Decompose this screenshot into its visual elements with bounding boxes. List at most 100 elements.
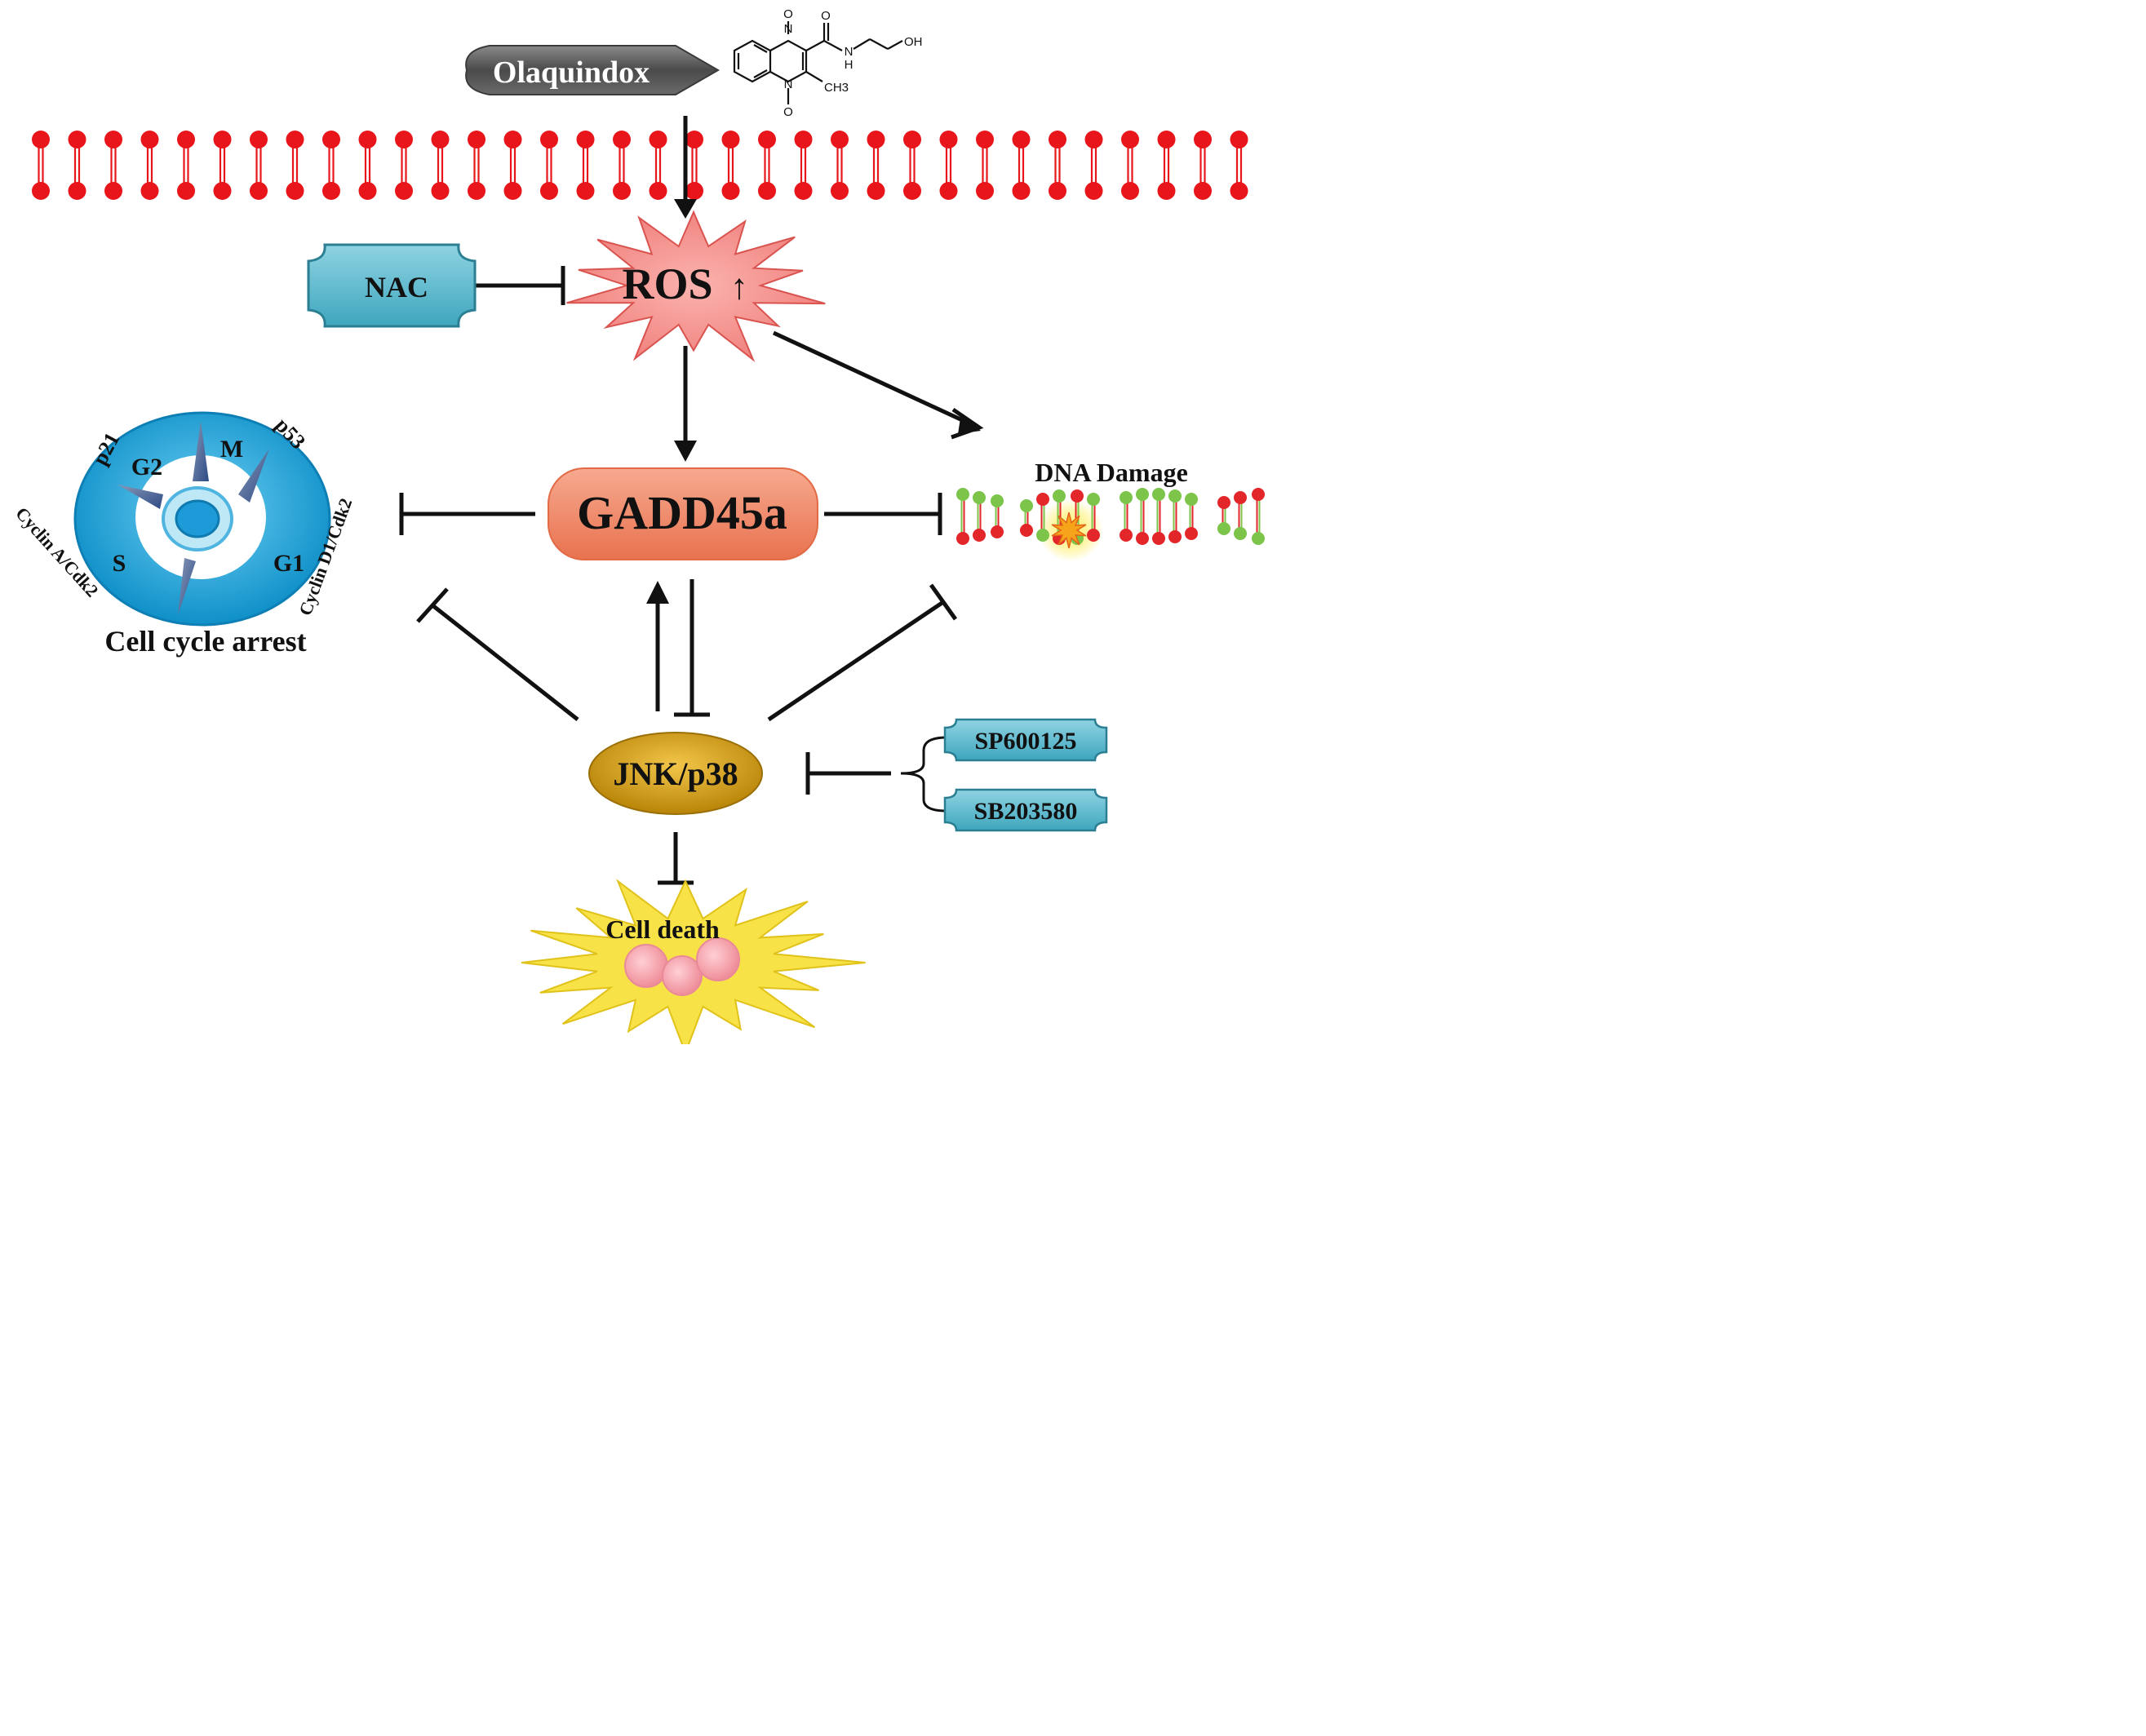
spike-left [117, 485, 163, 509]
lipid [1049, 131, 1066, 200]
gadd45a-label: GADD45a [577, 486, 787, 539]
lipid [250, 131, 268, 200]
sb203580-label: SB203580 [974, 798, 1078, 825]
lipid-head [177, 182, 195, 200]
inhibit-jnk-cellcycle [431, 604, 579, 721]
lipid-head [468, 182, 486, 200]
lipid [540, 131, 558, 200]
atom-o-top: O [783, 7, 793, 21]
lipid-head [794, 131, 813, 148]
dna-damage: DNA Damage [956, 458, 1265, 561]
lipid-head [322, 182, 340, 200]
base [1252, 532, 1265, 545]
lipid [1084, 131, 1103, 200]
lipid-head [1084, 131, 1103, 148]
lipid-head [1012, 182, 1031, 200]
nac-label: NAC [365, 271, 428, 303]
lipid [140, 131, 159, 200]
lipid-head [794, 182, 813, 200]
base [1252, 488, 1265, 501]
phase-g1: G1 [273, 550, 304, 577]
lipid-head [395, 182, 413, 200]
lipid-head [32, 131, 50, 148]
lipid-head [322, 131, 340, 148]
lipid-head [68, 182, 86, 200]
lipid [758, 131, 776, 200]
pathway-diagram: Olaquindox N O N O O N H OH CH3 [11, 7, 1265, 1044]
arrow-ros-to-dna [772, 330, 973, 427]
lipid-head [286, 182, 304, 200]
lipid [395, 131, 413, 200]
base [1136, 532, 1149, 545]
lipid [104, 131, 122, 200]
lipid-head [104, 131, 122, 148]
lipid-head [358, 182, 377, 200]
lipid-head [1121, 131, 1139, 148]
lipid [576, 131, 595, 200]
lipid [685, 131, 703, 200]
lipid-head [976, 131, 994, 148]
jnk-p38-label: JNK/p38 [613, 755, 738, 792]
lipid-head [250, 182, 268, 200]
lipid-head [867, 182, 885, 200]
lipid-head [685, 131, 703, 148]
lipid [794, 131, 813, 200]
base [1234, 491, 1247, 504]
lipid [939, 131, 958, 200]
base [1087, 529, 1100, 542]
lipid-head [1049, 131, 1066, 148]
spike-bottom [178, 558, 196, 615]
base [1152, 488, 1165, 501]
drug-name: Olaquindox [493, 55, 650, 90]
lipid [32, 131, 50, 200]
base [1217, 496, 1230, 509]
olaquindox-label: Olaquindox [465, 45, 721, 95]
dna-strands [956, 488, 1265, 545]
lipid-head [831, 131, 849, 148]
lipid-head [649, 182, 667, 200]
spike-right [238, 449, 269, 503]
base [1020, 499, 1033, 512]
base-pair [1087, 493, 1100, 542]
base-pair [1020, 499, 1033, 537]
lipid [1121, 131, 1139, 200]
base-pair [956, 488, 969, 545]
lipid [68, 131, 86, 200]
lipid-head [503, 131, 522, 148]
cell-cycle-diagram: G2 M G1 S p21 p53 Cyclin A/Cdk2 Cyclin D… [11, 411, 356, 658]
lipid-head [685, 182, 703, 200]
lipid-head [250, 131, 268, 148]
arrowheads-open [951, 407, 984, 440]
base [973, 529, 986, 542]
base-pair [1136, 488, 1149, 545]
lipid-head [939, 131, 958, 148]
lipid-head [1157, 131, 1176, 148]
lipid-head [177, 131, 195, 148]
lipid-head [1230, 182, 1248, 200]
ros-up-arrow: ↑ [730, 267, 748, 307]
dying-cell [696, 937, 740, 981]
dying-cell [662, 955, 703, 996]
phase-g2: G2 [131, 454, 162, 480]
lipid-head [1194, 131, 1212, 148]
atom-o-bottom: O [783, 105, 793, 119]
phase-s: S [113, 550, 126, 577]
base [1168, 530, 1182, 543]
lipid-head [213, 131, 232, 148]
lipid-head [1121, 182, 1139, 200]
base [1053, 489, 1066, 503]
lipid [1157, 131, 1176, 200]
lipid-head [831, 182, 849, 200]
cell-death-node: Cell death [521, 879, 866, 1044]
lipid [1230, 131, 1248, 200]
base [1036, 493, 1049, 506]
ros-label: ROS [622, 259, 712, 308]
base-pair [1120, 491, 1133, 542]
structure-atoms: N O N O O N H OH CH3 [783, 7, 922, 119]
lipid-head [1157, 182, 1176, 200]
lipid-head [431, 131, 450, 148]
lipid-head [721, 131, 740, 148]
lipid-head [540, 182, 558, 200]
lipid-head [649, 131, 667, 148]
dna-damage-label: DNA Damage [1035, 458, 1188, 487]
